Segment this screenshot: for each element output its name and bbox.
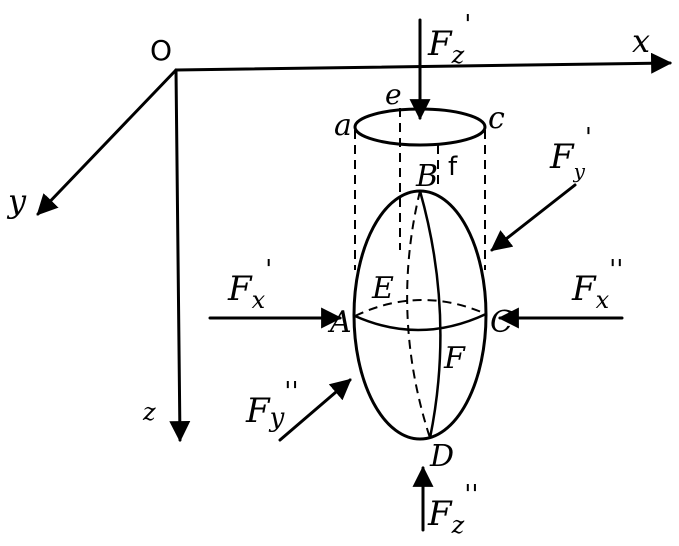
point-D-label: D — [429, 439, 454, 474]
x-axis — [174, 52, 673, 74]
point-B-label: B — [415, 159, 438, 194]
fx-left-label: Fx' — [227, 255, 272, 314]
point-a-label: a — [334, 108, 352, 143]
y-axis-label: y — [6, 182, 27, 220]
point-F-label: F — [443, 341, 466, 376]
fy-bottom-label: Fy'' — [245, 377, 299, 433]
point-C-label: C — [490, 305, 513, 340]
fy-top-label: Fy' — [549, 123, 592, 183]
meridian-front — [418, 190, 442, 439]
point-A-label: A — [327, 305, 352, 340]
origin-label: O — [150, 34, 172, 67]
fy-bottom-arrow — [278, 378, 352, 442]
fx-right-label: Fx'' — [571, 255, 623, 314]
z-axis — [169, 68, 191, 443]
fz-bottom-label: Fz'' — [427, 480, 479, 539]
equator-back — [354, 299, 487, 317]
y-axis — [36, 68, 178, 216]
point-e-label: e — [385, 78, 402, 111]
point-c-label: c — [488, 101, 505, 136]
fz-top-label: Fz' — [427, 10, 471, 69]
z-axis-label: z — [142, 398, 156, 426]
point-f-small-label: f — [448, 152, 458, 182]
meridian-back — [406, 190, 431, 439]
point-E-label: E — [371, 271, 394, 306]
fy-top-arrow — [490, 183, 577, 252]
x-axis-label: x — [632, 22, 650, 60]
equator-front — [354, 312, 487, 332]
